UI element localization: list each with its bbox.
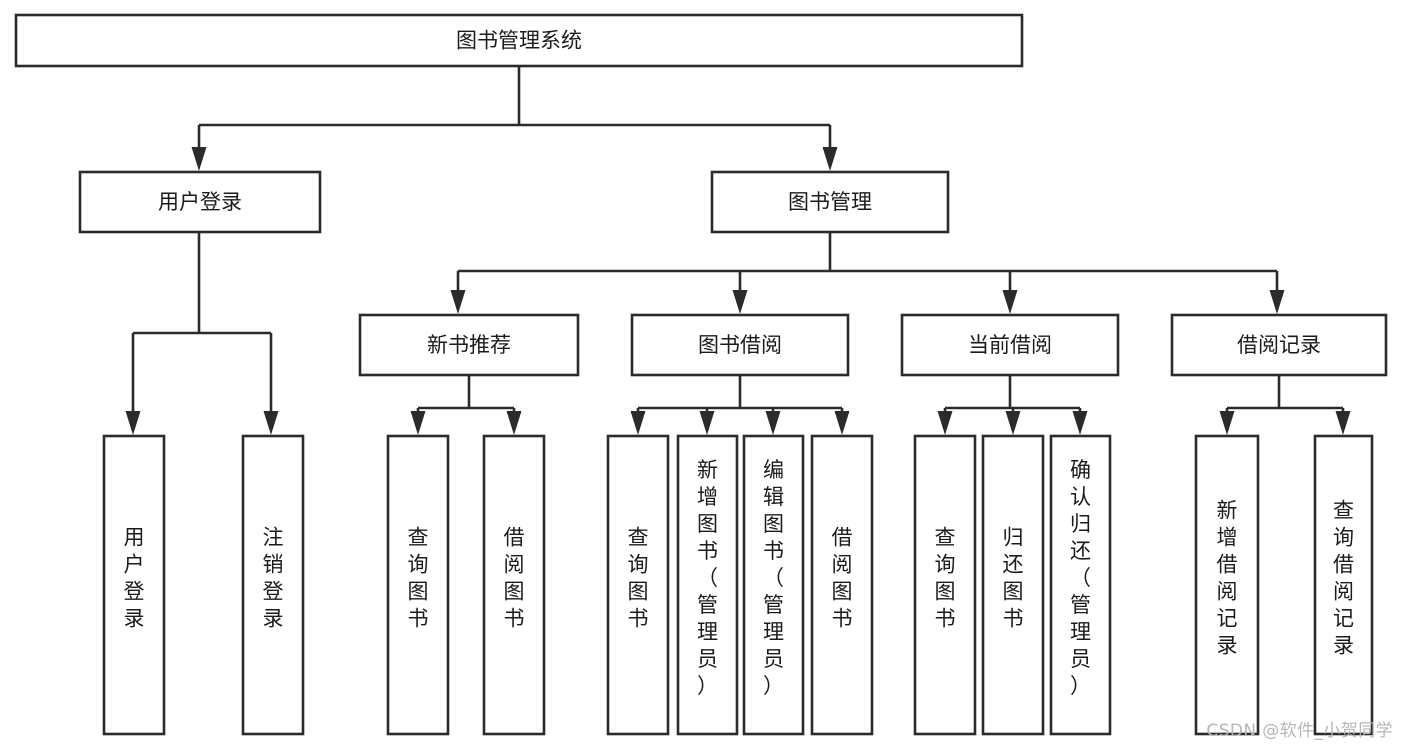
connector-e-new-book-rec	[410, 375, 522, 435]
node-n-leaf-query-book-3[interactable]: 查询图书	[913, 434, 977, 736]
node-n-leaf-add-book[interactable]: 新增图书（管理员）	[676, 434, 739, 736]
node-label: 查询借阅记录	[1333, 499, 1354, 658]
connector-e-borrow-record	[1219, 375, 1351, 435]
node-label: 用户登录	[158, 190, 242, 214]
node-label: 新书推荐	[427, 333, 511, 357]
node-n-book-manage[interactable]: 图书管理	[710, 170, 950, 234]
connector-e-book-borrow	[630, 375, 850, 435]
connector-e-root	[191, 66, 838, 171]
node-label: 查询图书	[628, 526, 649, 631]
node-label: 新增图书（管理员）	[697, 458, 718, 698]
node-label: 归还图书	[1003, 526, 1024, 631]
node-label: 图书借阅	[698, 333, 782, 357]
node-n-leaf-user-login[interactable]: 用户登录	[102, 434, 166, 736]
node-n-leaf-query-book-2[interactable]: 查询图书	[606, 434, 670, 736]
node-n-new-book-rec[interactable]: 新书推荐	[358, 313, 580, 377]
node-n-borrow-record[interactable]: 借阅记录	[1170, 313, 1388, 377]
node-n-leaf-return-book[interactable]: 归还图书	[981, 434, 1045, 736]
node-n-leaf-add-record[interactable]: 新增借阅记录	[1194, 434, 1260, 736]
node-label: 图书管理	[788, 190, 872, 214]
node-root[interactable]: 图书管理系统	[14, 13, 1024, 68]
connector-layer	[125, 66, 1351, 435]
node-label: 查询图书	[408, 526, 429, 631]
node-n-book-borrow[interactable]: 图书借阅	[630, 313, 850, 377]
node-n-leaf-edit-book[interactable]: 编辑图书（管理员）	[742, 434, 805, 736]
node-label: 新增借阅记录	[1217, 499, 1238, 658]
node-label: 图书管理系统	[456, 29, 582, 53]
node-label: 借阅记录	[1237, 333, 1321, 357]
node-n-current-borrow[interactable]: 当前借阅	[900, 313, 1120, 377]
node-label: 当前借阅	[968, 333, 1052, 357]
node-n-leaf-query-book-1[interactable]: 查询图书	[386, 434, 450, 736]
connector-e-user-login	[125, 232, 279, 435]
node-layer: 图书管理系统用户登录图书管理新书推荐图书借阅当前借阅借阅记录用户登录注销登录查询…	[14, 13, 1388, 736]
node-n-user-login[interactable]: 用户登录	[78, 170, 322, 234]
node-label: 借阅图书	[504, 526, 525, 631]
node-label: 注销登录	[263, 526, 284, 631]
node-n-leaf-borrow-book-2[interactable]: 借阅图书	[810, 434, 874, 736]
node-label: 确认归还（管理员）	[1070, 458, 1091, 698]
node-n-leaf-logout[interactable]: 注销登录	[241, 434, 305, 736]
node-label: 用户登录	[124, 526, 145, 631]
node-label: 编辑图书（管理员）	[763, 458, 784, 698]
node-label: 借阅图书	[832, 526, 853, 631]
connector-e-book-manage	[450, 232, 1285, 314]
node-label: 查询图书	[935, 526, 956, 631]
node-n-leaf-borrow-book-1[interactable]: 借阅图书	[482, 434, 546, 736]
node-n-leaf-query-record[interactable]: 查询借阅记录	[1313, 434, 1374, 736]
connector-e-current-borrow	[937, 375, 1088, 435]
node-n-leaf-confirm-return[interactable]: 确认归还（管理员）	[1049, 434, 1112, 736]
